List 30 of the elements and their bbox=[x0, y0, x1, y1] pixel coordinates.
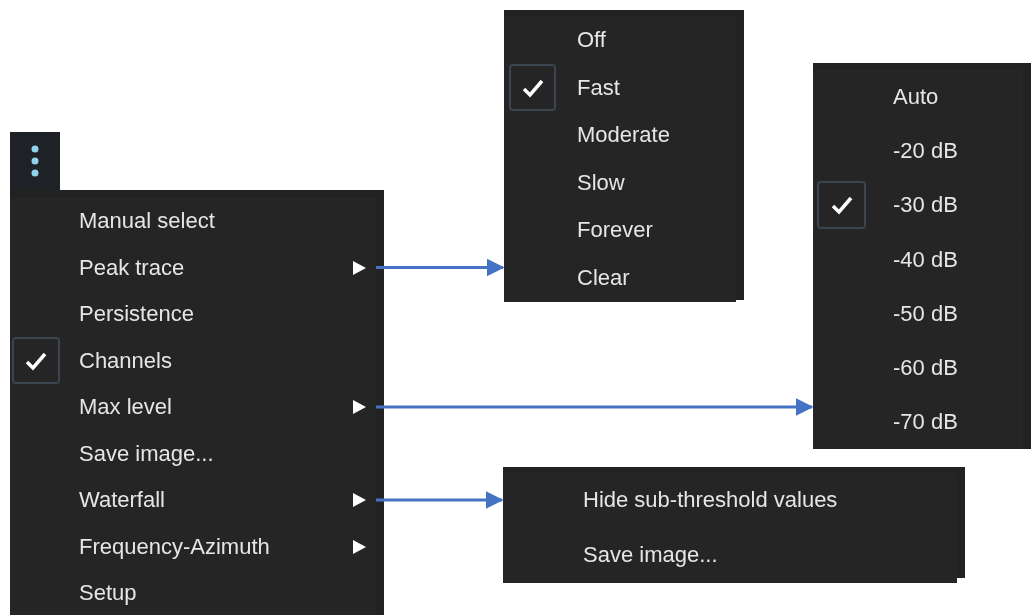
menu-panel bbox=[504, 10, 744, 300]
menu-item: Save image... bbox=[583, 544, 718, 566]
menu-item: Clear bbox=[577, 267, 630, 289]
menu-item: Fast bbox=[577, 76, 620, 99]
arrow bbox=[376, 491, 504, 509]
menu-item: Persistence bbox=[79, 303, 194, 325]
menu-item: Forever bbox=[577, 219, 653, 242]
menu-item: Auto bbox=[893, 86, 939, 108]
menu-item: Hide sub-threshold values bbox=[583, 489, 838, 511]
menu-panel bbox=[10, 190, 384, 615]
menu-item: Max level bbox=[79, 396, 172, 418]
menu-item: Save image... bbox=[79, 442, 214, 465]
menu-item: Setup bbox=[79, 582, 137, 604]
arrow bbox=[376, 398, 814, 416]
menu-item: Channels bbox=[79, 349, 172, 372]
menu-item: -70 dB bbox=[893, 411, 958, 434]
menu-item: Frequency-Azimuth bbox=[79, 535, 270, 558]
menu-item: -20 dB bbox=[893, 140, 958, 163]
menu-panel bbox=[813, 63, 1031, 449]
menu-item: -30 dB bbox=[893, 194, 958, 217]
menu-item: Waterfall bbox=[79, 489, 165, 511]
menu-item: Moderate bbox=[577, 124, 670, 147]
menu-item: Peak trace bbox=[79, 256, 185, 279]
menu-item: Manual select bbox=[79, 210, 215, 232]
menu-item: -40 dB bbox=[893, 248, 958, 271]
menu-item: -50 dB bbox=[893, 302, 958, 325]
menu-item: Off bbox=[577, 29, 606, 51]
menu-item: Slow bbox=[577, 171, 625, 194]
menu-item: -60 dB bbox=[893, 357, 958, 379]
arrow bbox=[376, 258, 505, 277]
